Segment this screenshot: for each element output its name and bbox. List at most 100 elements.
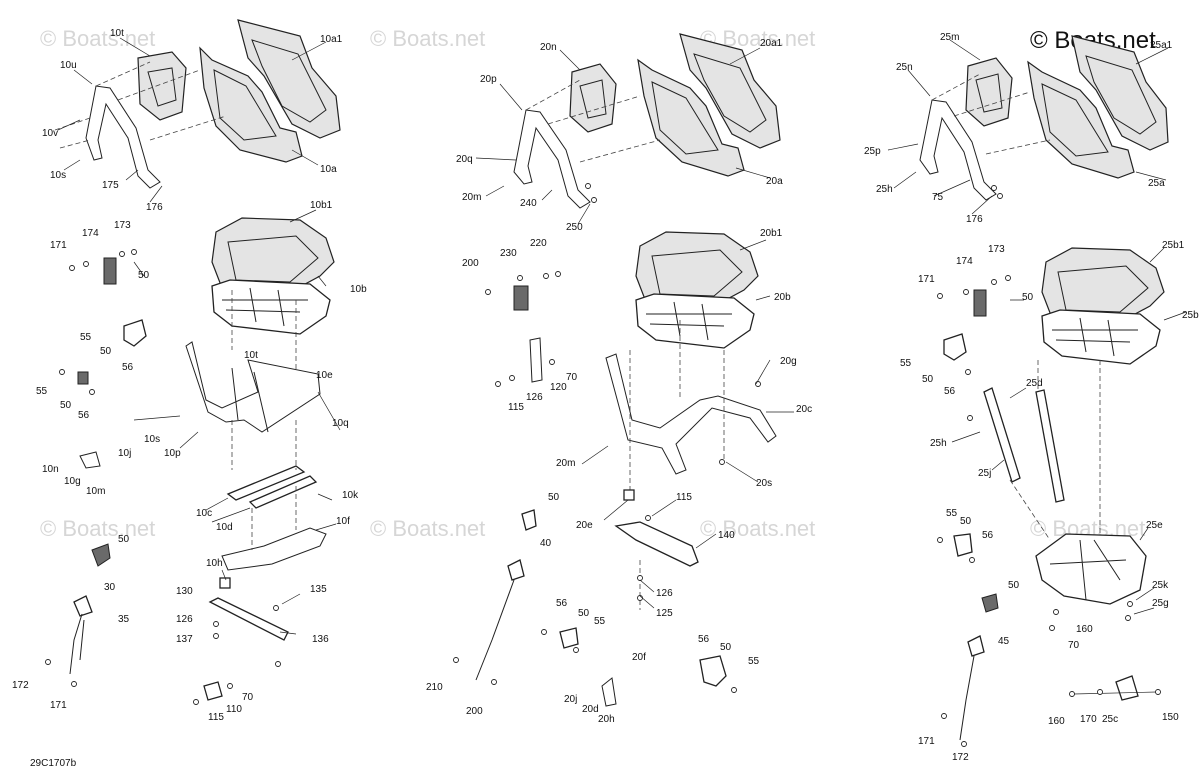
watermark: © Boats.net bbox=[700, 516, 815, 541]
part-label: 20e bbox=[576, 520, 593, 531]
part-label: 10b bbox=[350, 284, 367, 295]
headrest-part bbox=[965, 57, 1013, 127]
bracket-part bbox=[221, 527, 327, 571]
part-label: 70 bbox=[1068, 640, 1080, 651]
part-label: 25a bbox=[1148, 178, 1165, 189]
rail-part bbox=[1035, 389, 1065, 503]
part-label: 172 bbox=[952, 752, 969, 763]
column-2-seat-assembly bbox=[453, 33, 781, 707]
part-label: 25g bbox=[1152, 598, 1169, 609]
part-label: 125 bbox=[656, 608, 673, 619]
part-label: 173 bbox=[114, 220, 131, 231]
part-label: 56 bbox=[698, 634, 710, 645]
seatback-part bbox=[1027, 60, 1135, 179]
part-label: 70 bbox=[242, 692, 254, 703]
latch-part bbox=[521, 509, 537, 531]
part-label: 10t bbox=[110, 28, 124, 39]
part-label: 20j bbox=[564, 694, 577, 705]
part-label: 115 bbox=[208, 712, 224, 723]
part-label: 10s bbox=[144, 434, 160, 445]
part-label: 56 bbox=[122, 362, 134, 373]
seat-frame-part bbox=[919, 99, 997, 201]
seat-base-part bbox=[1041, 309, 1161, 365]
part-label: 20s bbox=[756, 478, 772, 489]
retractor-part bbox=[103, 257, 117, 285]
seatback-rear-part bbox=[679, 33, 781, 149]
part-label: 35 bbox=[118, 614, 130, 625]
part-label: 25h bbox=[876, 184, 893, 195]
seat-base-part bbox=[635, 293, 755, 349]
part-label: 150 bbox=[1162, 712, 1179, 723]
part-label: 20m bbox=[462, 192, 481, 203]
part-label: 10u bbox=[60, 60, 77, 71]
part-label: 200 bbox=[466, 706, 483, 717]
part-label: 25m bbox=[940, 32, 959, 43]
part-label: 20q bbox=[456, 154, 473, 165]
clip-part bbox=[1115, 675, 1139, 701]
headrest-part bbox=[137, 51, 187, 121]
part-label: 171 bbox=[50, 700, 67, 711]
part-label: 174 bbox=[956, 256, 973, 267]
part-label: 20c bbox=[796, 404, 812, 415]
part-label: 25b1 bbox=[1162, 240, 1185, 251]
part-label: 30 bbox=[104, 582, 116, 593]
part-label: 25b bbox=[1182, 310, 1199, 321]
part-label: 25d bbox=[1026, 378, 1043, 389]
part-label: 160 bbox=[1076, 624, 1093, 635]
headrest-part bbox=[569, 63, 617, 133]
part-label: 10d bbox=[216, 522, 233, 533]
part-label: 10n bbox=[42, 464, 59, 475]
part-label: 10h bbox=[206, 558, 223, 569]
seat-base-part bbox=[211, 279, 331, 335]
part-label: 173 bbox=[988, 244, 1005, 255]
part-label: 10b1 bbox=[310, 200, 333, 211]
part-label: 10v bbox=[42, 128, 58, 139]
part-label: 171 bbox=[918, 274, 935, 285]
part-label: 55 bbox=[946, 508, 958, 519]
part-label: 56 bbox=[944, 386, 956, 397]
part-label: 240 bbox=[520, 198, 537, 209]
part-label: 25k bbox=[1152, 580, 1169, 591]
part-label: 10q bbox=[332, 418, 349, 429]
part-label: 10k bbox=[342, 490, 359, 501]
part-label: 20b bbox=[774, 292, 791, 303]
part-label: 75 bbox=[932, 192, 944, 203]
part-label: 115 bbox=[508, 402, 524, 413]
part-label: 55 bbox=[80, 332, 92, 343]
part-label: 10f bbox=[336, 516, 350, 527]
part-label: 20a1 bbox=[760, 38, 783, 49]
rail-part bbox=[983, 387, 1021, 483]
part-label: 50 bbox=[138, 270, 150, 281]
buckle-part bbox=[699, 655, 727, 687]
watermark: © Boats.net bbox=[370, 516, 485, 541]
part-label: 25n bbox=[896, 62, 913, 73]
part-label: 10c bbox=[196, 508, 212, 519]
part-label: 20a bbox=[766, 176, 783, 187]
part-label: 20n bbox=[540, 42, 557, 53]
slide-rail-part bbox=[248, 475, 318, 509]
column-1-seat-assembly bbox=[45, 19, 341, 705]
seat-cushion-part bbox=[635, 231, 759, 311]
part-label: 176 bbox=[966, 214, 983, 225]
latch-part bbox=[981, 593, 999, 613]
part-label: 135 bbox=[310, 584, 327, 595]
part-label: 126 bbox=[176, 614, 193, 625]
bushing-part bbox=[623, 489, 635, 501]
part-label: 50 bbox=[548, 492, 560, 503]
part-label: 25j bbox=[978, 468, 991, 479]
part-label: 25c bbox=[1102, 714, 1118, 725]
bracket-part bbox=[614, 521, 699, 567]
crossbar-part bbox=[208, 597, 289, 641]
part-label: 45 bbox=[998, 636, 1010, 647]
part-label: 210 bbox=[426, 682, 443, 693]
part-label: 10p bbox=[164, 448, 181, 459]
part-label: 126 bbox=[526, 392, 543, 403]
part-label: 10g bbox=[64, 476, 81, 487]
part-label: 126 bbox=[656, 588, 673, 599]
retractor-part bbox=[513, 285, 529, 311]
part-label: 171 bbox=[918, 736, 935, 747]
part-label: 20b1 bbox=[760, 228, 783, 239]
part-label: 174 bbox=[82, 228, 99, 239]
part-label: 20f bbox=[632, 652, 646, 663]
seat-cushion-part bbox=[1041, 247, 1165, 327]
